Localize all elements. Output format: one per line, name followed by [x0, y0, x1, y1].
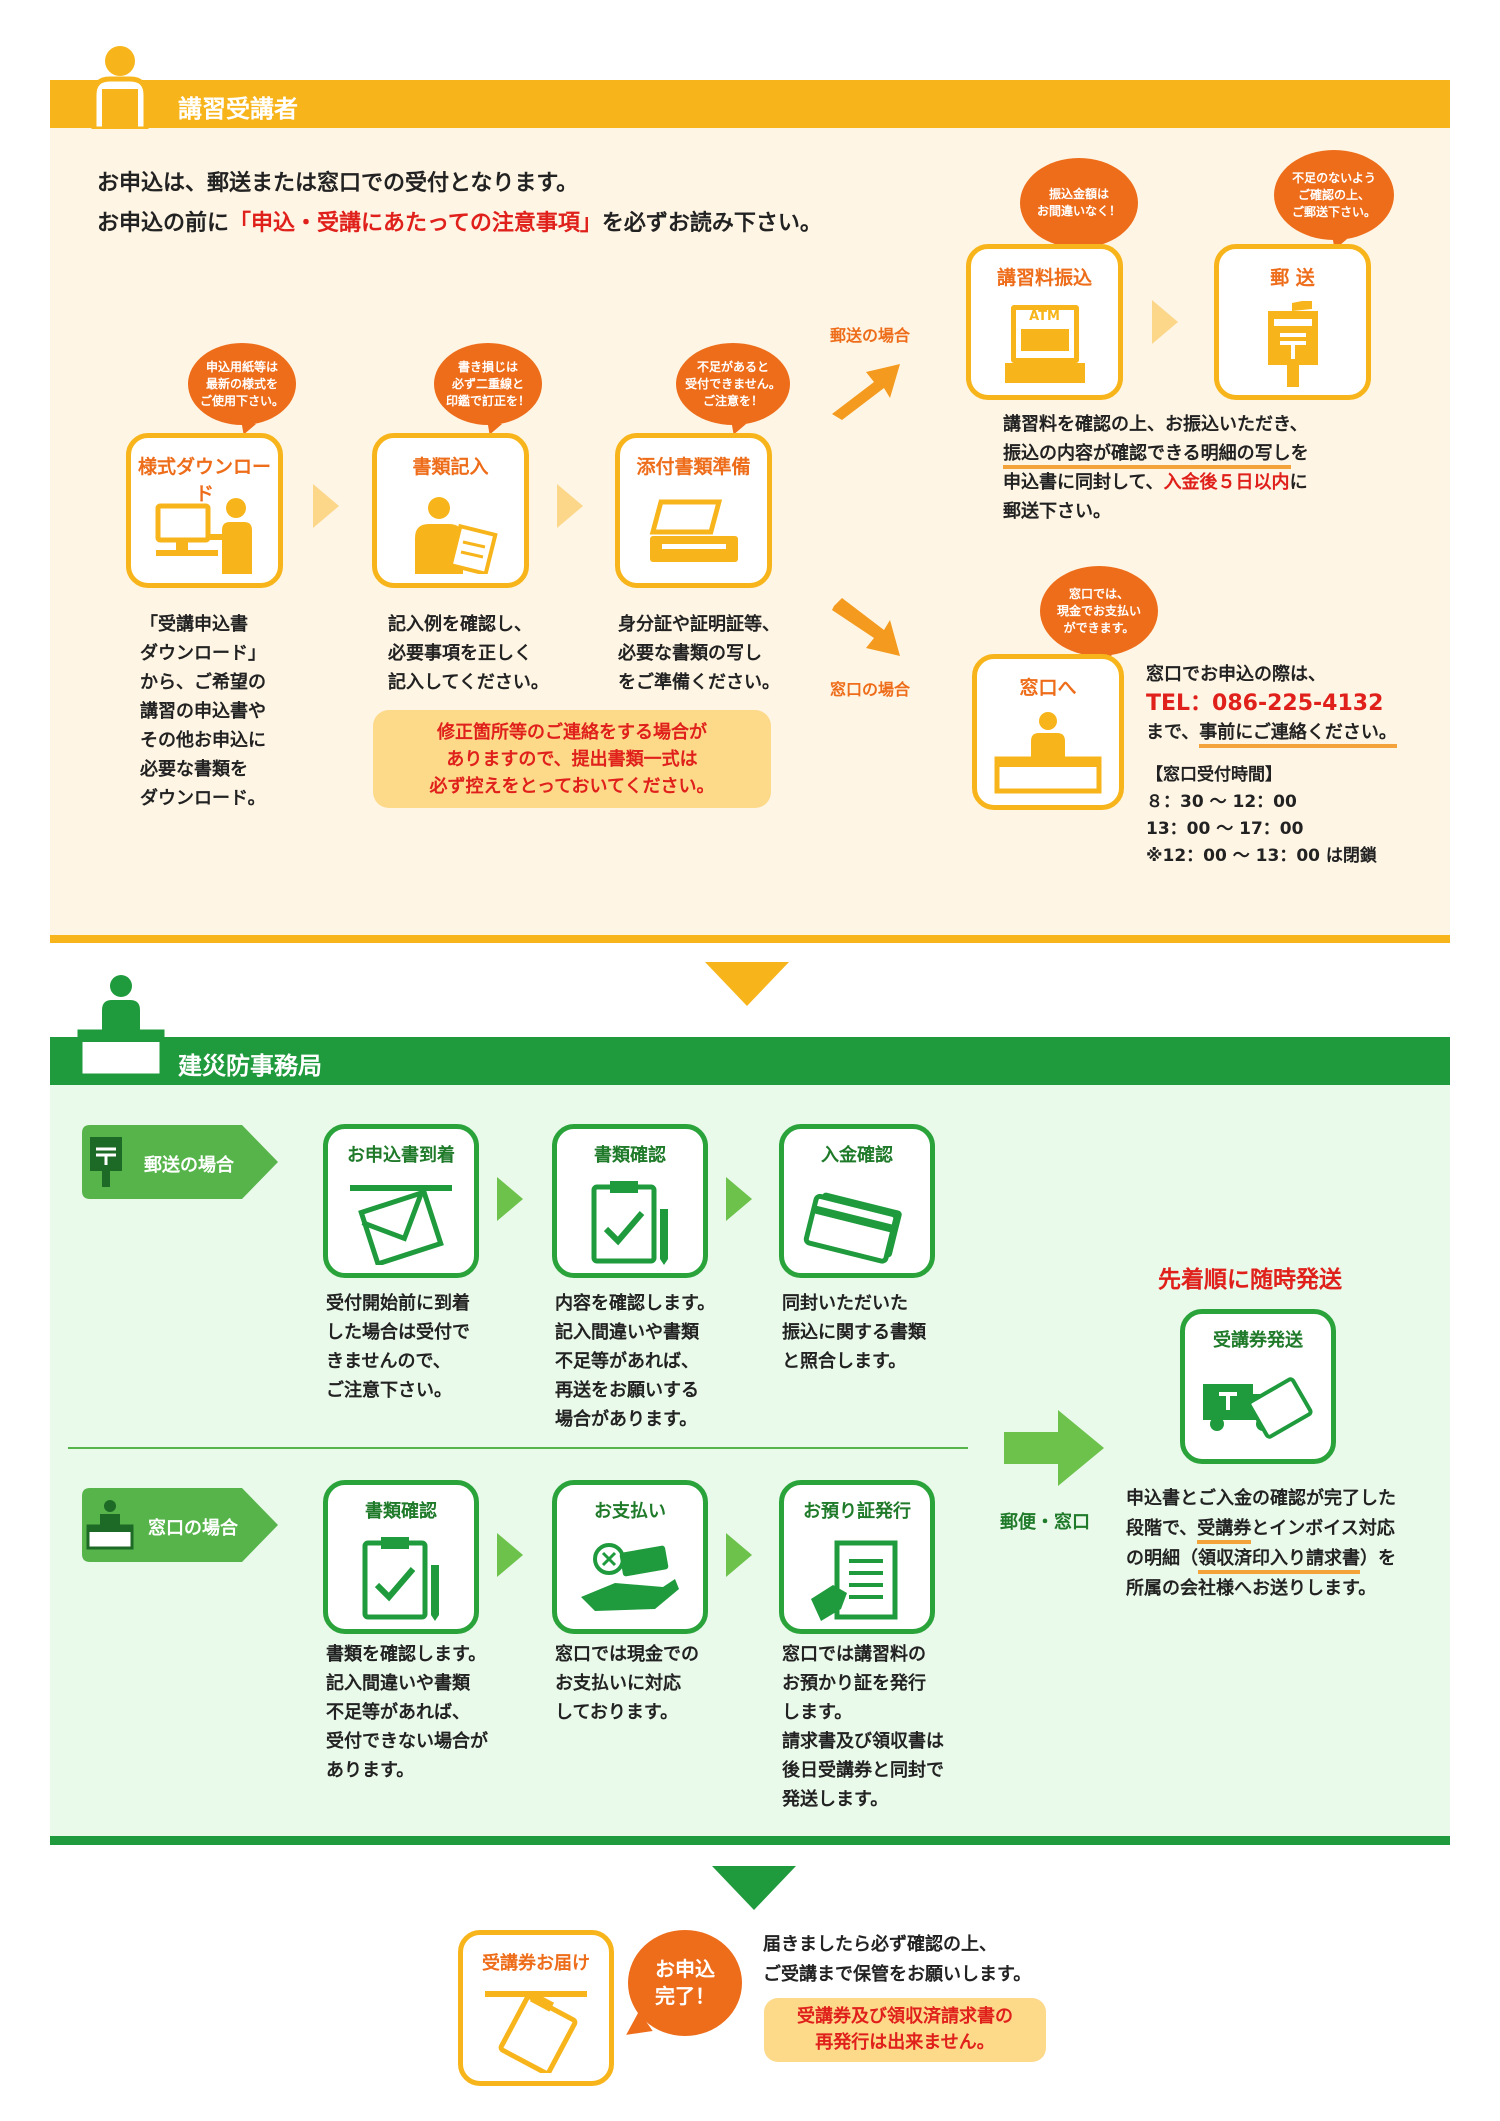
first-come-label: 先着順に随時発送 — [1158, 1267, 1342, 1293]
furikomi-box: 講習料振込 ATM — [966, 244, 1123, 400]
arrow-right-big — [1004, 1410, 1104, 1486]
arrival-text: 受付開始前に到着 した場合は受付で きませんので、 ご注意下さい。 — [326, 1293, 470, 1401]
arrival-box: お申込書到着 — [323, 1124, 479, 1278]
arrow-down-right — [832, 598, 900, 656]
writing-person-icon — [414, 497, 498, 574]
no-reissue-box: 受講券及び領収済請求書の 再発行は出来ません。 — [764, 1998, 1046, 2062]
document-check-text: 内容を確認します。 記入間違いや書類 不足等があれば、 再送をお願いする 場合が… — [555, 1293, 716, 1430]
mail-procedure-text: 講習料を確認の上、お振込いただき、 振込の内容が確認できる明細の写しを 申込書に… — [1003, 414, 1309, 522]
window-document-check-text: 書類を確認します。 記入間違いや書類 不足等があれば、 受付できない場合が あり… — [326, 1644, 488, 1781]
arrow-right-2 — [557, 484, 583, 528]
office-header-bar — [50, 1037, 1450, 1085]
payment-check-text: 同封いただいた 振込に関する書類 と照合します。 — [782, 1293, 926, 1372]
step-prepare-box: 添付書類準備 — [615, 433, 772, 588]
card-icon — [803, 1192, 902, 1264]
window-case-label: 窓口の場合 — [830, 680, 911, 699]
step3-text: 身分証や証明証等、 必要な書類の写し をご準備ください。 — [618, 614, 780, 693]
arrow-right-3 — [1152, 300, 1178, 344]
postbox-icon — [1267, 301, 1318, 387]
step3-bubble: 不足があると 受付できません。 ご注意を！ — [676, 343, 790, 425]
receipt-hand-icon — [811, 1540, 898, 1621]
ticket-send-box: 受講券発送 — [1180, 1309, 1336, 1464]
final-send-text: 申込書とご入金の確認が完了した 段階で、受講券とインボイス対応 の明細（領収済印… — [1126, 1488, 1396, 1599]
receipt-issue-box: お預り証発行 — [779, 1480, 935, 1634]
window-document-check-box: 書類確認 — [323, 1480, 479, 1634]
step1-bubble: 申込用紙等は 最新の様式を ご使用下さい。 — [188, 343, 296, 425]
arrow-right-g1 — [497, 1177, 523, 1221]
step-download-box: 様式ダウンロード — [126, 433, 283, 588]
arrow-right-1 — [313, 484, 339, 528]
complete-bubble: お申込 完了！ — [628, 1930, 742, 2036]
payment-check-box: 入金確認 — [779, 1124, 935, 1278]
furikomi-bubble: 振込金額は お間違いなく！ — [1020, 158, 1138, 248]
person-icon — [86, 45, 154, 132]
cash-payment-text: 窓口では現金での お支払いに対応 しております。 — [555, 1644, 699, 1723]
intro-line-1: お申込は、郵送または窓口での受付となります。 — [97, 171, 579, 196]
arrow-up-right — [832, 364, 900, 420]
copy-warning-box: 修正箇所等のご連絡をする場合が ありますので、提出書類一式は 必ず控えをとってお… — [373, 710, 771, 808]
post-window-label: 郵便・窓口 — [1000, 1512, 1090, 1533]
step-write-box: 書類記入 — [372, 433, 529, 588]
down-arrow-green — [712, 1866, 796, 1910]
envelope-icon — [350, 1184, 452, 1265]
mail-case-tag: 郵送の場合 — [82, 1125, 278, 1199]
clipboard-check-icon-2 — [362, 1537, 439, 1621]
office-divider — [68, 1447, 968, 1449]
cash-payment-box: お支払い — [552, 1480, 708, 1634]
phone-number[interactable]: TEL：086-225-4132 — [1146, 691, 1384, 716]
counter-desk-icon — [994, 712, 1102, 794]
window-procedure-text: 窓口でお申込の際は、 TEL：086-225-4132 まで、事前にご連絡くださ… — [1146, 660, 1397, 748]
clipboard-check-icon — [591, 1181, 668, 1265]
applicant-header-bar — [50, 80, 1450, 128]
ticket-delivery-icon — [485, 1991, 587, 2073]
yuso-bubble: 不足のないよう ご確認の上、 ご郵送下さい。 — [1274, 150, 1394, 240]
arrow-right-g2 — [726, 1177, 752, 1221]
office-desk-icon — [77, 975, 165, 1079]
window-case-tag: 窓口の場合 — [82, 1488, 278, 1562]
ticket-delivery-box: 受講券お届け — [458, 1930, 614, 2086]
mail-case-label: 郵送の場合 — [830, 326, 911, 345]
receipt-issue-text: 窓口では講習料の お預かり証を発行 します。 請求書及び領収書は 後日受講券と同… — [782, 1644, 944, 1810]
atm-icon: ATM — [1004, 305, 1085, 383]
arrow-right-g4 — [726, 1533, 752, 1577]
notice-link[interactable]: 「申込・受講にあたっての注意事項」 — [229, 211, 602, 236]
madoguchi-box: 窓口へ — [972, 654, 1124, 810]
window-hours: 【窓口受付時間】 ８：30 ～ 12：00 13：00 ～ 17：00 ※12：… — [1146, 765, 1377, 866]
office-section-bottom-line — [50, 1836, 1450, 1845]
truck-letter-icon — [1203, 1377, 1313, 1439]
applicant-section-bottom-line — [50, 935, 1450, 943]
step2-bubble: 書き損じは 必ず二重線と 印鑑で訂正を！ — [434, 343, 542, 425]
scanner-icon — [649, 499, 738, 562]
step1-text: 「受講申込書 ダウンロード」 から、ご希望の 講習の申込書や その他お申込に 必… — [140, 614, 266, 809]
keep-ticket-text: 届きましたら必ず確認の上、 ご受講まで保管をお願いします。 — [763, 1934, 1032, 1985]
step2-text: 記入例を確認し、 必要事項を正しく 記入してください。 — [388, 614, 549, 693]
yuso-box: 郵 送 — [1214, 244, 1371, 400]
arrow-right-g3 — [497, 1533, 523, 1577]
office-header-title: 建災防事務局 — [178, 1052, 322, 1080]
document-check-box: 書類確認 — [552, 1124, 708, 1278]
down-arrow-yellow — [705, 962, 789, 1006]
intro-line-2: お申込の前に「申込・受講にあたっての注意事項」を必ずお読み下さい。 — [97, 211, 822, 236]
cash-hand-icon — [581, 1543, 679, 1611]
applicant-header-title: 講習受講者 — [178, 95, 298, 123]
computer-user-icon — [155, 498, 252, 574]
madoguchi-bubble: 窓口では、 現金でお支払い ができます。 — [1040, 566, 1158, 656]
